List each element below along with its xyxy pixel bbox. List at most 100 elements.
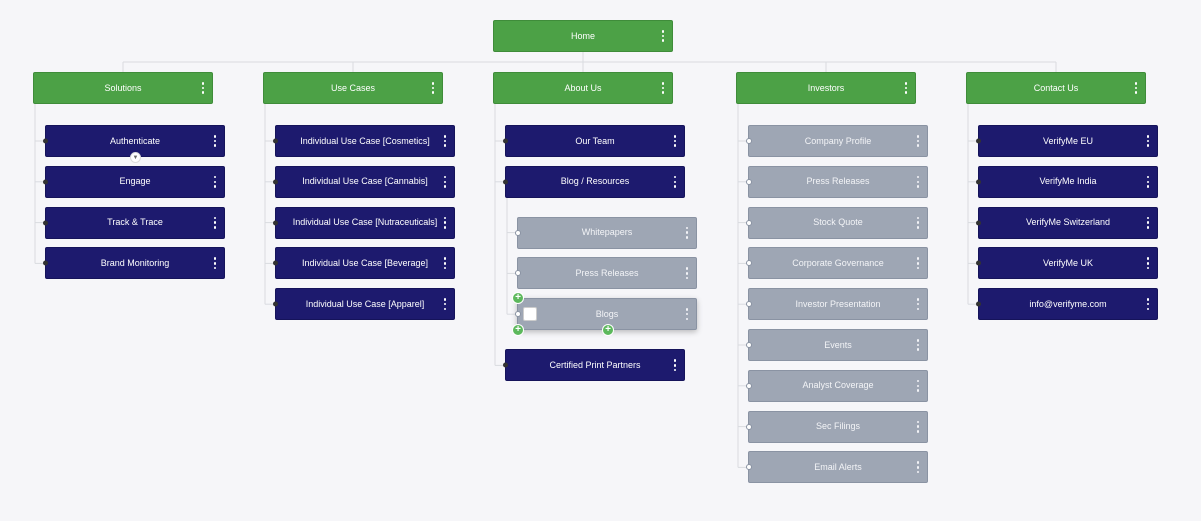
connector-port (515, 270, 521, 277)
kebab-menu-icon[interactable] (1133, 81, 1139, 95)
connector-port (746, 178, 752, 185)
node-label: Sec Filings (815, 421, 860, 432)
connector-port (273, 220, 278, 226)
kebab-menu-icon[interactable] (915, 420, 921, 434)
node-solutions[interactable]: Solutions (33, 72, 213, 104)
connector-port (746, 219, 752, 226)
select-checkbox[interactable] (523, 307, 537, 322)
node-label: Analyst Coverage (802, 380, 874, 391)
kebab-menu-icon[interactable] (672, 175, 678, 189)
node-individual-use-case-cannabis-[interactable]: Individual Use Case [Cannabis] (273, 165, 455, 198)
connector-port (976, 220, 981, 226)
node-label: Individual Use Case [Cannabis] (302, 176, 428, 187)
kebab-menu-icon[interactable] (915, 256, 921, 270)
node-corporate-governance[interactable]: Corporate Governance (746, 247, 928, 280)
kebab-menu-icon[interactable] (660, 29, 666, 43)
kebab-menu-icon[interactable] (903, 81, 909, 95)
connector-port (273, 260, 278, 266)
node-label: Use Cases (330, 82, 375, 93)
node-info-verifyme-com[interactable]: info@verifyme.com (976, 288, 1158, 321)
plus-icon[interactable]: + (512, 324, 524, 337)
kebab-menu-icon[interactable] (1145, 175, 1151, 189)
node-label: Contact Us (1033, 82, 1079, 93)
node-individual-use-case-cosmetics-[interactable]: Individual Use Case [Cosmetics] (273, 125, 455, 157)
kebab-menu-icon[interactable] (200, 81, 206, 95)
node-investor-presentation[interactable]: Investor Presentation (746, 288, 928, 321)
connector-port (976, 260, 981, 266)
connector-port (746, 301, 752, 308)
node-individual-use-case-apparel-[interactable]: Individual Use Case [Apparel] (273, 288, 455, 321)
node-about-us[interactable]: About Us (493, 72, 673, 104)
node-verifyme-eu[interactable]: VerifyMe EU (976, 125, 1158, 157)
node-blog-resources[interactable]: Blog / Resources (503, 165, 685, 198)
node-analyst-coverage[interactable]: Analyst Coverage (746, 369, 928, 402)
kebab-menu-icon[interactable] (684, 307, 690, 321)
node-verifyme-switzerland[interactable]: VerifyMe Switzerland (976, 206, 1158, 239)
kebab-menu-icon[interactable] (684, 266, 690, 280)
node-label: Individual Use Case [Apparel] (305, 298, 425, 309)
node-label: Events (824, 339, 852, 350)
node-brand-monitoring[interactable]: Brand Monitoring (43, 247, 225, 280)
node-certified-print-partners[interactable]: Certified Print Partners (503, 349, 685, 382)
node-use-cases[interactable]: Use Cases (263, 72, 443, 104)
connector-port (746, 138, 752, 144)
node-investors[interactable]: Investors (736, 72, 916, 104)
connector-port (515, 311, 521, 318)
kebab-menu-icon[interactable] (430, 81, 436, 95)
node-contact-us[interactable]: Contact Us (966, 72, 1146, 104)
kebab-menu-icon[interactable] (915, 134, 921, 148)
kebab-menu-icon[interactable] (684, 226, 690, 240)
kebab-menu-icon[interactable] (212, 134, 218, 148)
node-company-profile[interactable]: Company Profile (746, 125, 928, 157)
kebab-menu-icon[interactable] (442, 256, 448, 270)
kebab-menu-icon[interactable] (442, 297, 448, 311)
kebab-menu-icon[interactable] (672, 358, 678, 372)
node-individual-use-case-nutraceuticals-[interactable]: Individual Use Case [Nutraceuticals] (273, 206, 455, 239)
node-sec-filings[interactable]: Sec Filings (746, 410, 928, 443)
node-home[interactable]: Home (493, 20, 673, 52)
kebab-menu-icon[interactable] (915, 338, 921, 352)
kebab-menu-icon[interactable] (1145, 134, 1151, 148)
node-label: Individual Use Case [Cosmetics] (300, 135, 430, 146)
node-press-releases[interactable]: Press Releases (746, 165, 928, 198)
node-events[interactable]: Events (746, 329, 928, 361)
kebab-menu-icon[interactable] (442, 216, 448, 230)
node-verifyme-uk[interactable]: VerifyMe UK (976, 247, 1158, 280)
plus-icon[interactable]: + (512, 292, 524, 305)
kebab-menu-icon[interactable] (915, 297, 921, 311)
kebab-menu-icon[interactable] (1145, 216, 1151, 230)
kebab-menu-icon[interactable] (915, 379, 921, 393)
plus-icon[interactable]: + (602, 324, 614, 337)
kebab-menu-icon[interactable] (1145, 297, 1151, 311)
node-stock-quote[interactable]: Stock Quote (746, 206, 928, 239)
node-label: Press Releases (806, 176, 870, 187)
node-label: Stock Quote (813, 217, 863, 228)
kebab-menu-icon[interactable] (212, 175, 218, 189)
node-engage[interactable]: Engage (43, 165, 225, 198)
node-individual-use-case-beverage-[interactable]: Individual Use Case [Beverage] (273, 247, 455, 280)
connector-port (43, 260, 48, 266)
kebab-menu-icon[interactable] (660, 81, 666, 95)
connector-port (503, 362, 508, 368)
node-our-team[interactable]: Our Team (503, 125, 685, 157)
node-label: Authenticate (109, 135, 161, 146)
connector-port (746, 423, 752, 430)
kebab-menu-icon[interactable] (212, 256, 218, 270)
kebab-menu-icon[interactable] (1145, 256, 1151, 270)
kebab-menu-icon[interactable] (442, 175, 448, 189)
node-email-alerts[interactable]: Email Alerts (746, 451, 928, 484)
node-whitepapers[interactable]: Whitepapers (515, 216, 697, 249)
kebab-menu-icon[interactable] (915, 460, 921, 474)
node-press-releases[interactable]: Press Releases (515, 257, 697, 290)
node-verifyme-india[interactable]: VerifyMe India (976, 165, 1158, 198)
kebab-menu-icon[interactable] (672, 134, 678, 148)
kebab-menu-icon[interactable] (442, 134, 448, 148)
chevron-down-icon[interactable]: ▼ (130, 152, 141, 163)
kebab-menu-icon[interactable] (212, 216, 218, 230)
node-label: VerifyMe UK (1042, 257, 1093, 268)
kebab-menu-icon[interactable] (915, 175, 921, 189)
node-label: Blogs (595, 308, 619, 319)
node-track-trace[interactable]: Track & Trace (43, 206, 225, 239)
kebab-menu-icon[interactable] (915, 216, 921, 230)
